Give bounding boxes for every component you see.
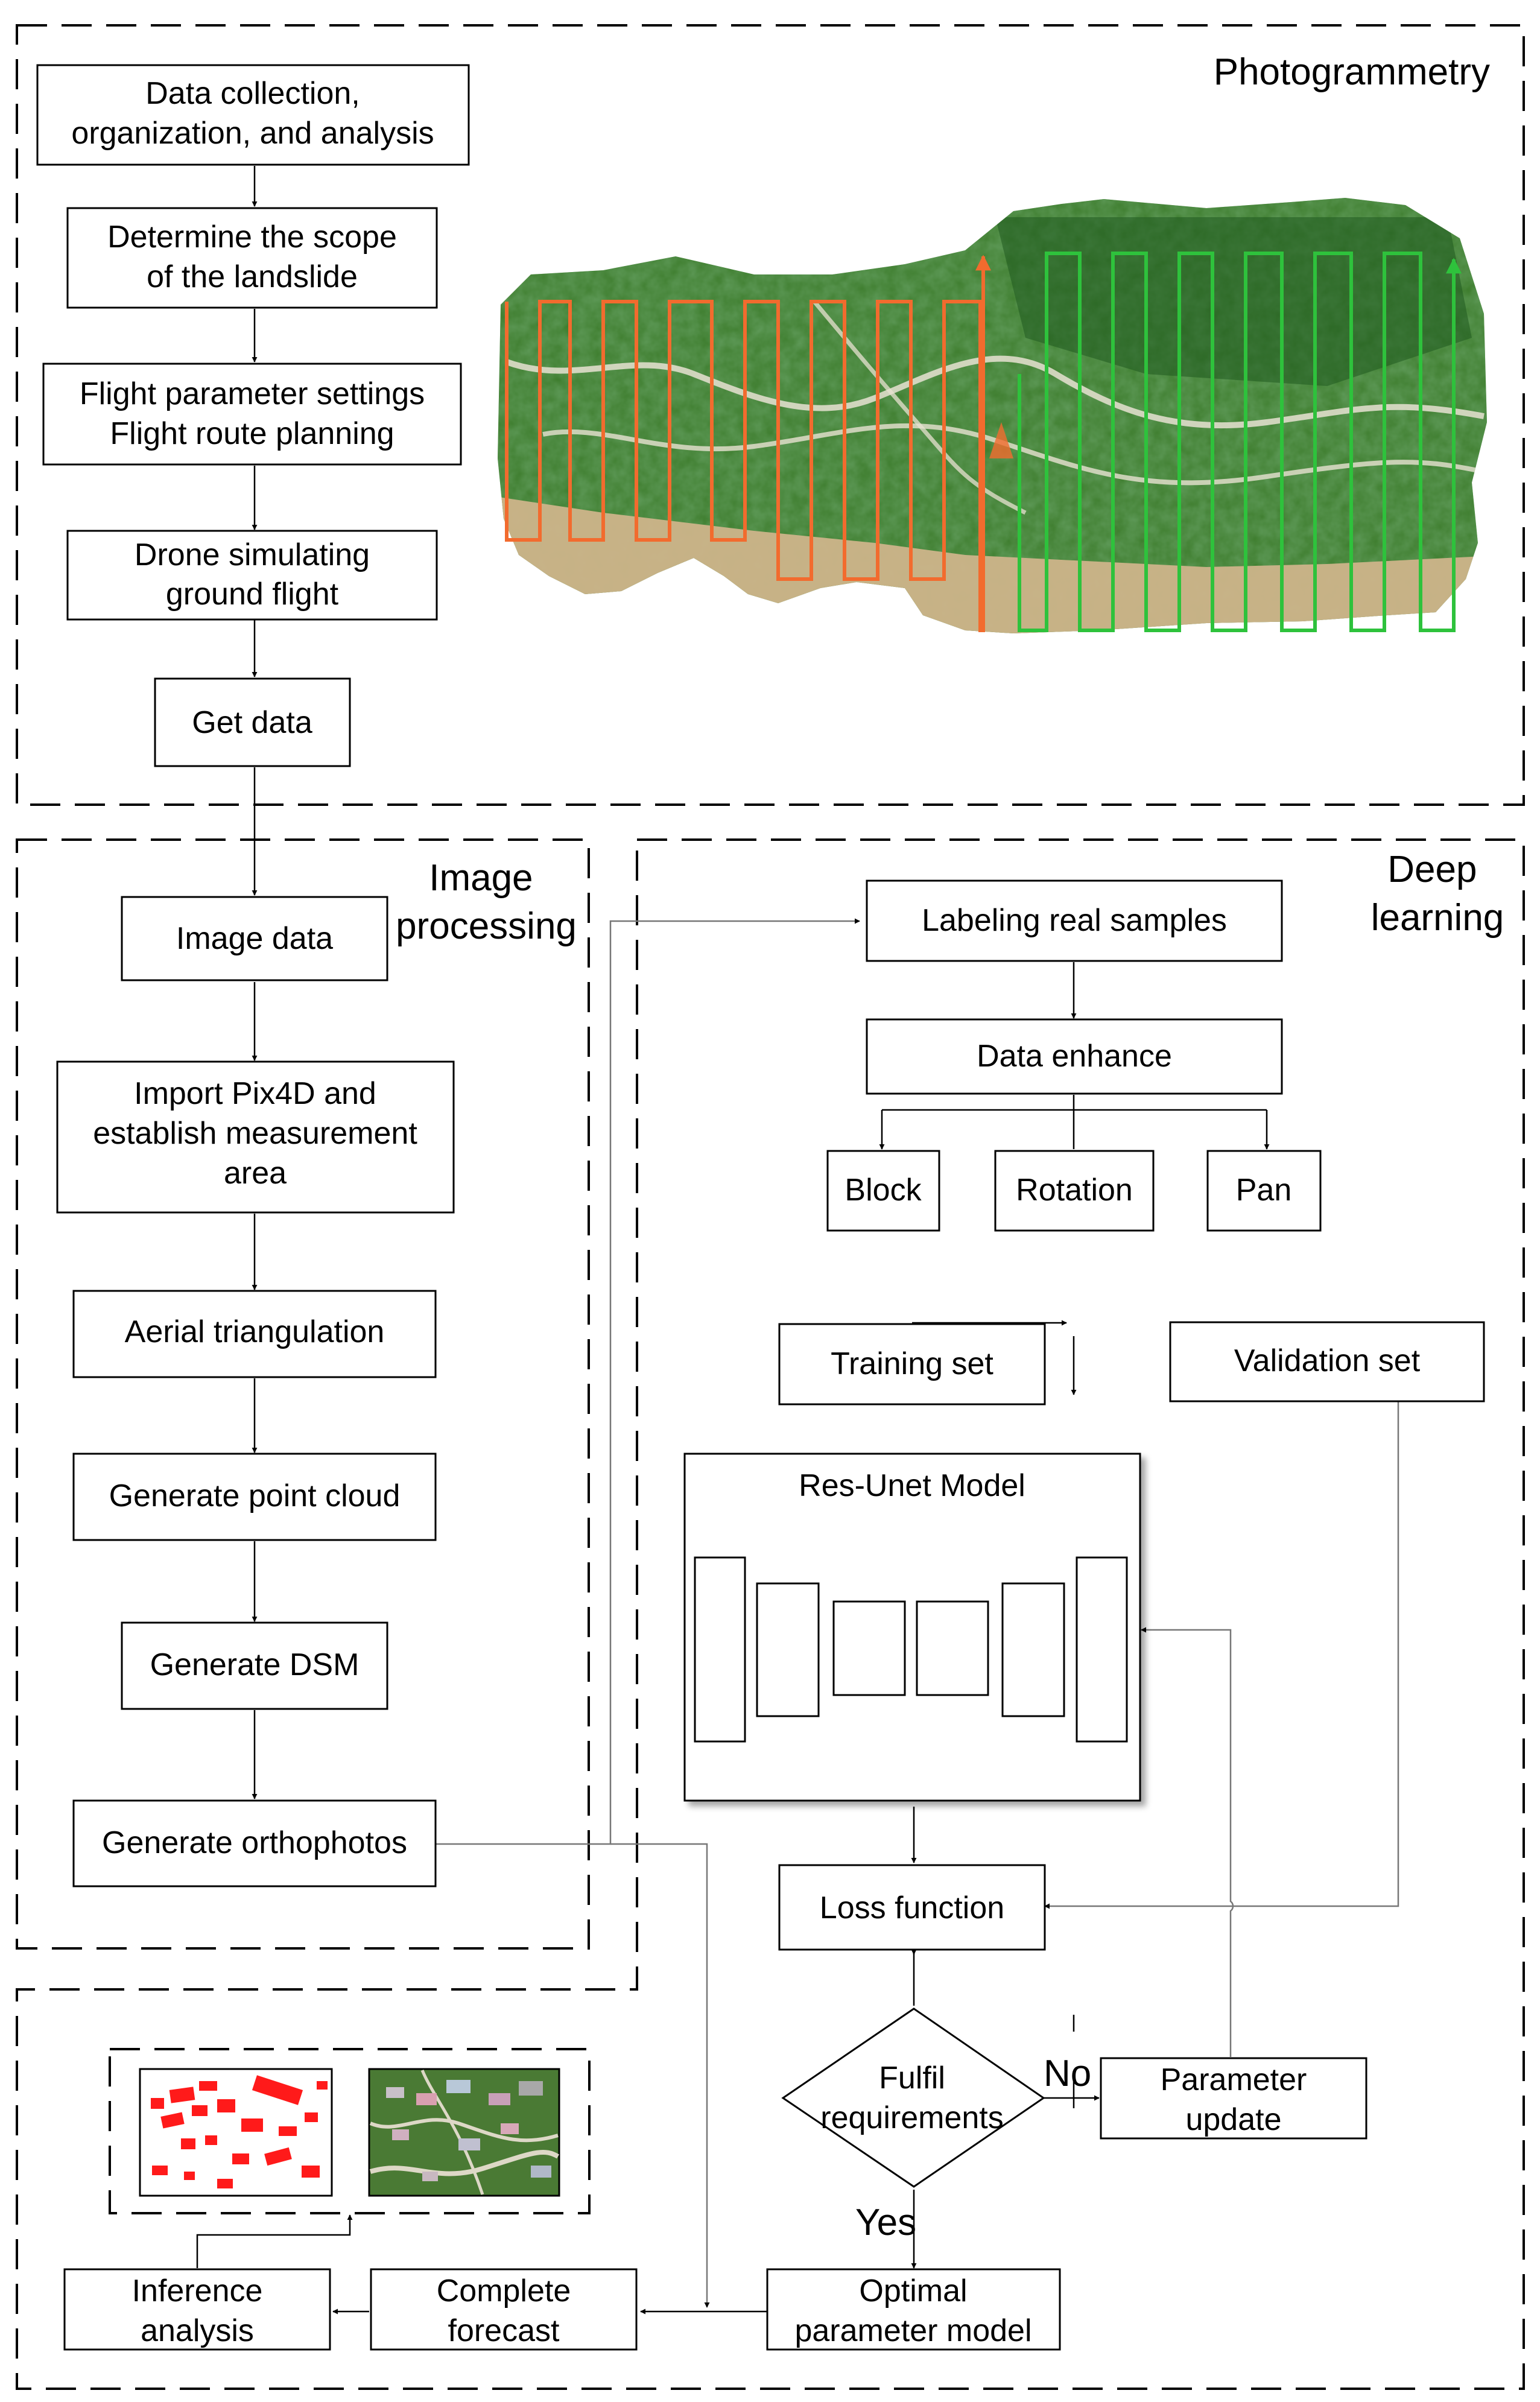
svg-text:Get data: Get data: [192, 705, 312, 740]
image-processing-section: [16, 838, 590, 1950]
yes-edge-label: Yes: [855, 2202, 916, 2243]
svg-text:Rotation: Rotation: [1016, 1173, 1133, 1208]
orthophotos-box: Generate orthophotos: [72, 1799, 437, 1887]
data-enhance-box: Data enhance: [866, 1018, 1283, 1095]
image-processing-label: Image processing: [396, 857, 577, 947]
unet-layer: [694, 1556, 746, 1743]
aerial-triangulation-box: Aerial triangulation: [72, 1290, 437, 1378]
svg-text:Pan: Pan: [1236, 1173, 1292, 1208]
svg-text:Validation set: Validation set: [1234, 1343, 1421, 1378]
svg-text:Labeling real samples: Labeling real samples: [922, 903, 1227, 938]
training-set-box: Training set: [778, 1323, 1046, 1405]
rotation-box: Rotation: [994, 1150, 1155, 1232]
svg-text:Generate orthophotos: Generate orthophotos: [102, 1825, 407, 1860]
svg-text:Loss function: Loss function: [820, 1890, 1004, 1925]
svg-text:Training set: Training set: [831, 1346, 993, 1381]
svg-text:Image data: Image data: [176, 921, 333, 956]
loss-function-box: Loss function: [778, 1864, 1046, 1951]
unet-layer: [832, 1600, 906, 1696]
svg-text:Generate DSM: Generate DSM: [150, 1647, 360, 1682]
data-collection-box: Data collection,organization, and analys…: [36, 64, 470, 166]
results-frame: [109, 2048, 591, 2214]
unet-layer: [756, 1582, 820, 1717]
pan-box: Pan: [1206, 1150, 1322, 1232]
get-data-box: Get data: [154, 677, 351, 767]
resunet-model-box: Res-Unet Model: [683, 1453, 1141, 1802]
generate-dsm-box: Generate DSM: [121, 1621, 388, 1710]
validation-set-box: Validation set: [1169, 1321, 1485, 1402]
deep-learning-section: [16, 838, 1525, 2390]
photogrammetry-label: Photogrammetry: [1214, 51, 1490, 93]
labeling-box: Labeling real samples: [866, 879, 1283, 962]
svg-text:Aerial triangulation: Aerial triangulation: [125, 1314, 385, 1349]
photogrammetry-section: [16, 24, 1525, 806]
segmentation-mask-icon: [139, 2068, 333, 2197]
svg-text:Block: Block: [844, 1173, 922, 1208]
point-cloud-box: Generate point cloud: [72, 1453, 437, 1541]
unet-layer: [1001, 1582, 1065, 1717]
block-box: Block: [826, 1150, 940, 1232]
image-data-box: Image data: [121, 896, 388, 981]
deep-learning-label: Deep learning: [1371, 849, 1504, 939]
svg-text:Generate point cloud: Generate point cloud: [109, 1478, 401, 1513]
unet-layer: [916, 1600, 989, 1696]
orthophoto-thumbnail-icon: [368, 2068, 560, 2197]
drone-route-map-icon: [498, 198, 1487, 633]
resunet-title: Res-Unet Model: [799, 1468, 1025, 1503]
svg-text:Data collection,organization,: Data collection,organization, and analys…: [71, 76, 434, 151]
svg-text:Data enhance: Data enhance: [977, 1039, 1172, 1074]
unet-layer: [1076, 1556, 1128, 1743]
no-edge-label: No: [1044, 2053, 1091, 2094]
